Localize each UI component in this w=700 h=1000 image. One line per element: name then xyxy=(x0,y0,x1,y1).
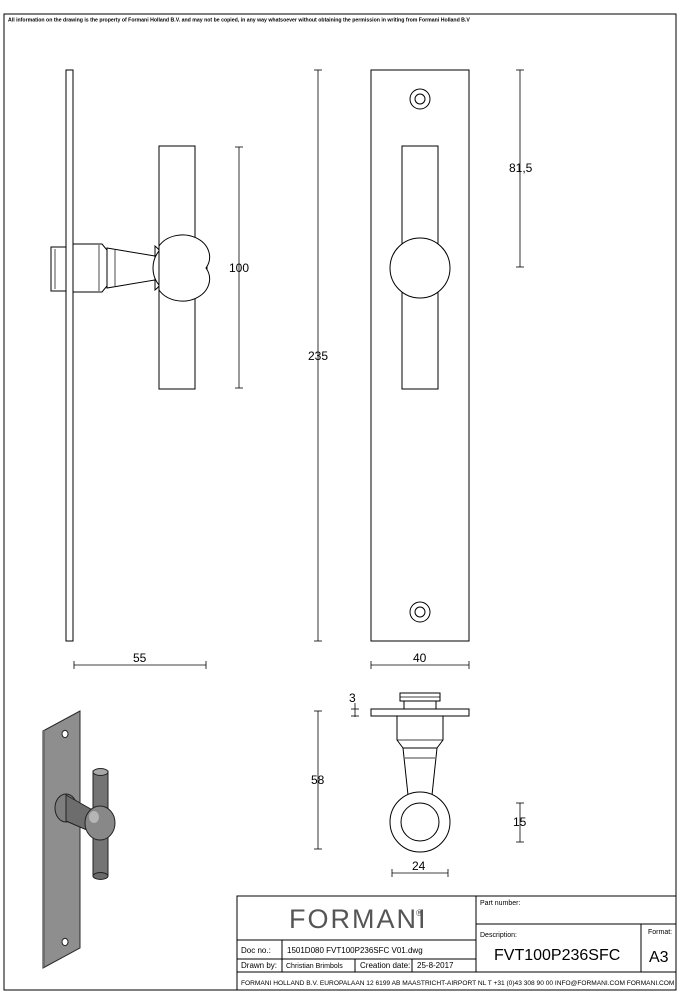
doc-no-value: 1501D080 FVT100P236SFC V01.dwg xyxy=(287,946,423,955)
format-value: A3 xyxy=(649,949,669,966)
dim-plate-thickness-label: 3 xyxy=(349,691,356,705)
description-value: FVT100P236SFC xyxy=(494,947,620,964)
dim-ring-thickness: 15 xyxy=(513,802,527,843)
top-view-lever-ring xyxy=(389,791,451,853)
dim-projection: 55 xyxy=(73,651,207,669)
brand-registered-mark: ® xyxy=(416,908,423,918)
render-knuckle xyxy=(84,805,116,841)
dim-handle-length-label: 100 xyxy=(229,261,249,275)
dim-ring-diameter: 24 xyxy=(391,859,449,877)
front-view-screw-top xyxy=(409,88,431,110)
top-view-rosette xyxy=(396,715,444,749)
part-number-label: Part number: xyxy=(480,900,521,907)
description-label: Description: xyxy=(480,932,517,939)
top-view-neck xyxy=(402,747,438,796)
dim-spindle-position: 81,5 xyxy=(509,69,533,268)
drawn-by-value: Christian Brimbols xyxy=(286,963,343,970)
drawn-by-label: Drawn by: xyxy=(241,961,277,970)
side-view-spindle-stub xyxy=(50,246,67,292)
doc-no-label: Doc no.: xyxy=(241,946,271,955)
creation-date-value: 25-8-2017 xyxy=(417,961,454,970)
dim-projection-label: 55 xyxy=(133,651,147,665)
dim-ring-thickness-label: 15 xyxy=(513,815,527,829)
top-view-backplate-edge xyxy=(370,708,470,717)
company-footer: FORMANI HOLLAND B.V. EUROPALAAN 12 6199 … xyxy=(241,980,674,987)
side-view-rosette xyxy=(72,243,108,293)
format-label: Format: xyxy=(648,929,672,936)
dim-rose-depth: 58 xyxy=(311,710,325,850)
title-block: FORMANI ® Doc no.: 1501D080 FVT100P236SF… xyxy=(236,895,677,991)
render-backplate xyxy=(42,710,81,969)
front-view-screw-bottom xyxy=(409,601,431,623)
dim-spindle-position-label: 81,5 xyxy=(509,161,533,175)
dim-plate-height: 235 xyxy=(308,69,328,642)
front-view-knuckle xyxy=(389,237,451,299)
dim-ring-diameter-label: 24 xyxy=(412,859,426,873)
side-view-backplate xyxy=(65,69,74,642)
dim-rose-depth-label: 58 xyxy=(311,773,325,787)
top-view xyxy=(370,692,470,853)
dim-handle-length: 100 xyxy=(229,146,249,389)
dim-plate-height-label: 235 xyxy=(308,349,328,363)
dim-plate-width: 40 xyxy=(370,651,470,669)
copyright-notice: All information on the drawing is the pr… xyxy=(8,18,470,24)
creation-date-label: Creation date: xyxy=(360,961,410,970)
side-view-neck xyxy=(106,247,156,289)
render-view xyxy=(42,710,116,969)
front-view xyxy=(370,69,470,642)
dim-plate-width-label: 40 xyxy=(413,651,427,665)
side-view xyxy=(50,69,211,642)
brand-logo: FORMANI xyxy=(289,904,428,934)
dim-plate-thickness: 3 xyxy=(349,691,359,717)
